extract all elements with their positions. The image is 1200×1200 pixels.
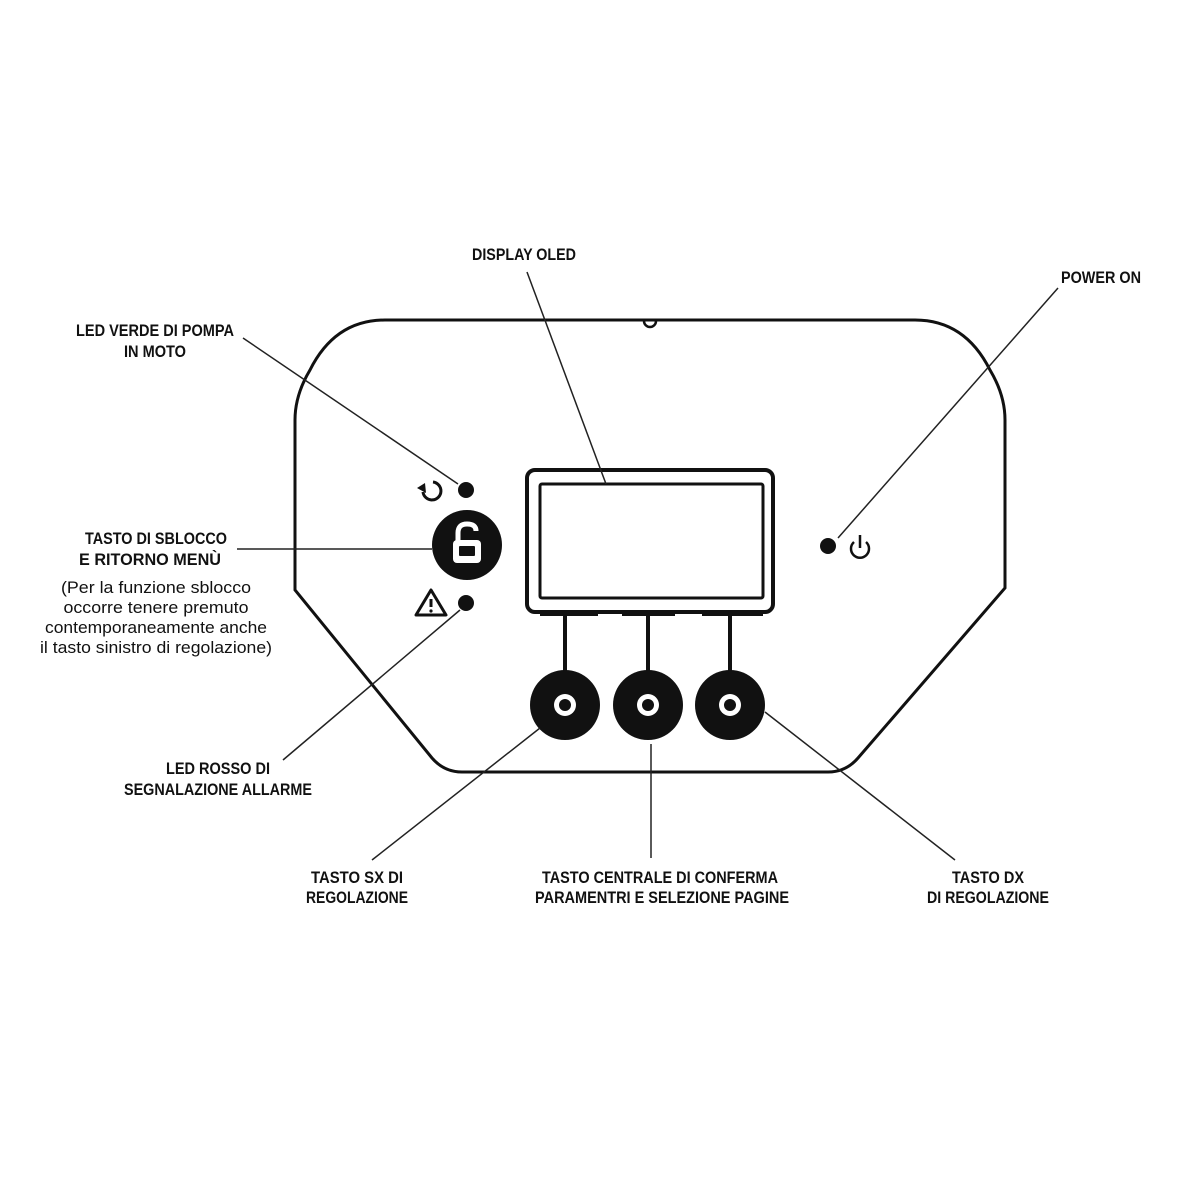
red-alarm-led <box>458 595 474 611</box>
center-button-label-line1: TASTO CENTRALE DI CONFERMA <box>542 868 778 887</box>
red-led-label-line1: LED ROSSO DI <box>166 759 270 778</box>
unlock-label-line1: TASTO DI SBLOCCO <box>85 529 227 548</box>
soft-key-markers <box>540 612 763 680</box>
left-button-label-line2: REGOLAZIONE <box>306 888 408 907</box>
right-button-label-line2: DI REGOLAZIONE <box>927 888 1049 907</box>
right-button-label-line1: TASTO DX <box>952 868 1025 887</box>
display-label: DISPLAY OLED <box>472 245 576 264</box>
unlock-label-line2: E RITORNO MENÙ <box>79 550 221 569</box>
power-led <box>820 538 836 554</box>
green-led-label-line2: IN MOTO <box>124 342 186 361</box>
green-pump-led <box>458 482 474 498</box>
device-body <box>293 318 1007 774</box>
refresh-icon <box>417 480 443 502</box>
left-adjust-button[interactable] <box>530 670 600 740</box>
unlock-note-line4: il tasto sinistro di regolazione) <box>40 638 272 657</box>
center-confirm-button[interactable] <box>613 670 683 740</box>
unlock-note-line2: occorre tenere premuto <box>64 598 249 617</box>
red-led-label-line2: SEGNALAZIONE ALLARME <box>124 780 312 799</box>
power-on-label: POWER ON <box>1061 268 1141 287</box>
green-led-label-line1: LED VERDE DI POMPA <box>76 321 234 340</box>
leader-lines <box>237 271 1059 861</box>
left-button-label-line1: TASTO SX DI <box>311 868 403 887</box>
oled-display-screen <box>538 482 765 600</box>
unlock-note-line1: (Per la funzione sblocco <box>61 578 251 597</box>
warning-icon <box>414 588 448 617</box>
unlock-note-line3: contemporaneamente anche <box>45 618 267 637</box>
right-adjust-button[interactable] <box>695 670 765 740</box>
top-notch <box>642 320 658 329</box>
power-icon <box>849 535 871 559</box>
oled-display-frame <box>525 468 775 614</box>
center-button-label-line2: PARAMENTRI E SELEZIONE PAGINE <box>535 888 789 907</box>
unlock-button[interactable] <box>432 510 502 580</box>
unlock-icon <box>453 521 481 563</box>
